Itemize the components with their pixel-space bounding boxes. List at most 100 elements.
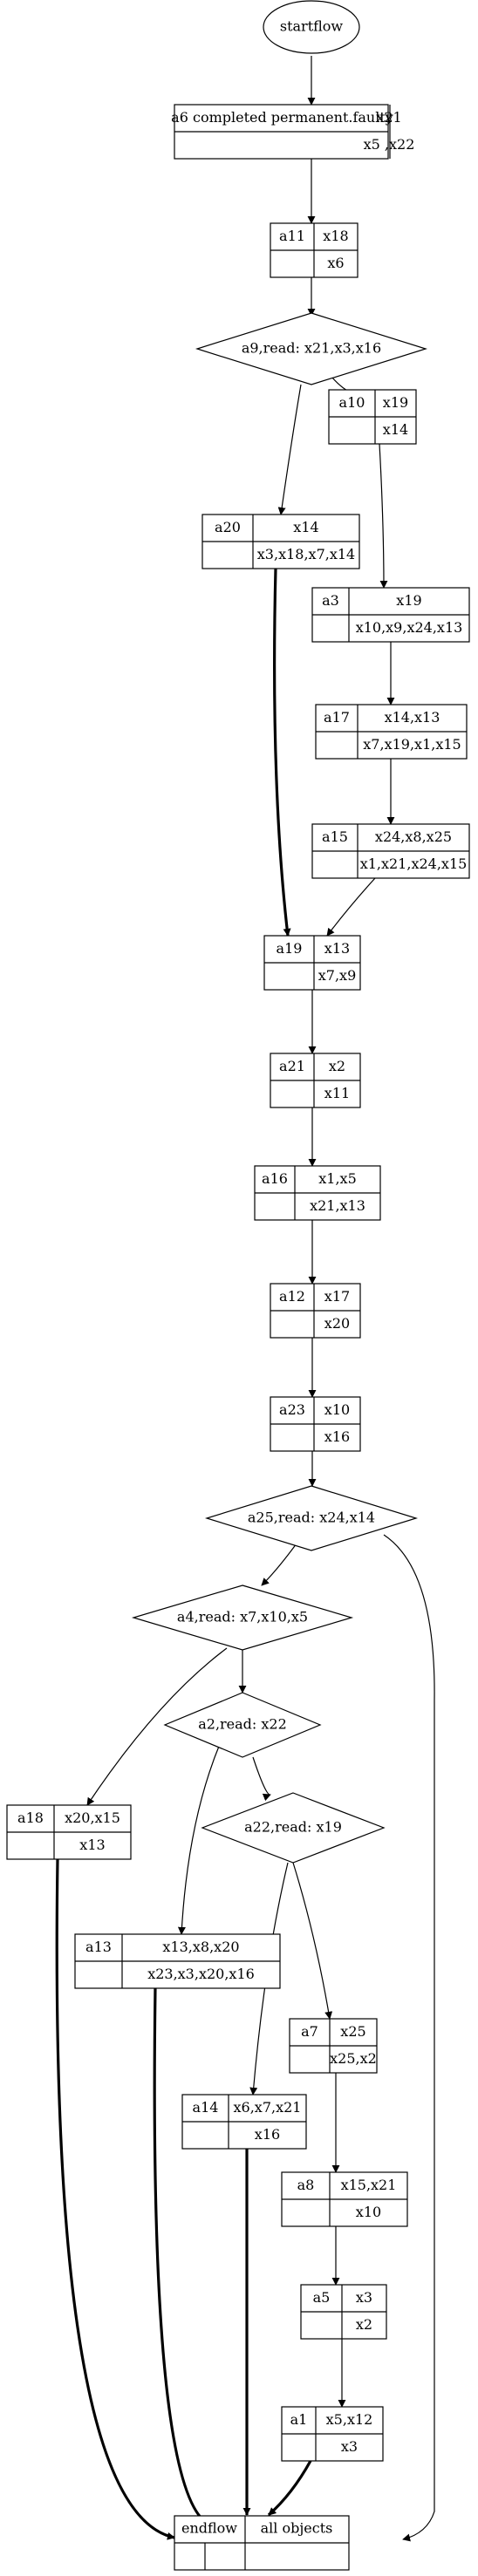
activity-read-vars: x19 [396, 592, 421, 609]
activity-label: a23 [279, 1401, 305, 1418]
activity-write-vars: x14 [383, 421, 408, 438]
edge-a25-end [383, 1534, 435, 2542]
decision-label: a22,read: x19 [244, 1819, 342, 1836]
end-node: endflow all objects [174, 2515, 350, 2571]
activity-read-vars: x25 [340, 2023, 365, 2040]
activity-write-vars: x6 [327, 255, 344, 271]
edge-a2-a13 [177, 1743, 221, 1935]
activity-label: a1 [290, 2411, 308, 2428]
decision-a22: a22,read: x19 [201, 1792, 386, 1864]
decision-label: a4,read: x7,x10,x5 [177, 1609, 308, 1625]
activity-read-vars: x10 [324, 1401, 350, 1418]
decision-diamond [131, 1584, 354, 1651]
activity-label: a5 [313, 2289, 331, 2306]
activity-a1: a1 x5,x12 x3 [281, 2406, 384, 2462]
activity-write-vars: x3 [341, 2438, 358, 2455]
activity-a16: a16 x1,x5 x21,x13 [254, 1165, 381, 1221]
activity-read-vars: x14 [293, 519, 318, 535]
decision-label: a25,read: x24,x14 [248, 1509, 375, 1526]
activity-label: a13 [85, 1939, 112, 1955]
activity-a15: a15 x24,x8,x25 x1,x21,x24,x15 [311, 823, 470, 879]
activity-a8: a8 x15,x21 x10 [281, 2171, 408, 2227]
activity-read-vars: x15,x21 [341, 2177, 397, 2193]
activity-write-vars: x13 [79, 1837, 105, 1853]
activity-a3: a3 x19 x10,x9,x24,x13 [311, 587, 470, 643]
activity-read-vars: x13,x8,x20 [162, 1939, 239, 1955]
activity-a14: a14 x6,x7,x21 x16 [181, 2094, 307, 2150]
activity-label: a8 [297, 2177, 315, 2193]
activity-write-vars: x20 [324, 1315, 350, 1332]
activity-write-vars: x7,x9 [318, 967, 357, 984]
edge-a15-a19 [326, 877, 376, 937]
activity-label: a21 [279, 1058, 305, 1074]
activity-write-vars: x10 [356, 2204, 381, 2220]
start-label: startflow [280, 18, 344, 35]
activity-write-vars: x21,x13 [310, 1197, 365, 1214]
activity-read-vars: x17 [324, 1288, 350, 1305]
edge-a13-end [153, 1987, 210, 2526]
edge-a2-a22 [252, 1756, 271, 1802]
activity-read-vars: x18 [323, 228, 348, 244]
activity-label: a6 completed permanent.faulty [171, 109, 393, 126]
activity-label: a3 [322, 592, 339, 609]
activity-write-vars: x5 ,x22 [364, 136, 415, 153]
activity-read-vars: x24,x8,x25 [375, 828, 452, 845]
edge-a25-a4 [261, 1543, 297, 1586]
activity-a5: a5 x3 x2 [300, 2284, 387, 2340]
activity-a12: a12 x17 x20 [270, 1283, 361, 1339]
activity-read-vars: x19 [383, 394, 408, 411]
activity-label: a11 [279, 228, 305, 244]
activity-read-vars: x21 [376, 109, 401, 126]
activity-label: a17 [324, 709, 350, 726]
activity-write-vars: x2 [356, 2316, 372, 2333]
activity-read-vars: x20,x15 [65, 1809, 120, 1826]
decision-diamond [195, 312, 428, 385]
activity-label: a15 [322, 828, 348, 845]
decision-a25: a25,read: x24,x14 [204, 1485, 419, 1551]
end-value: all objects [261, 2520, 333, 2537]
edge-a18-end [55, 1858, 175, 2540]
activity-label: a16 [262, 1170, 288, 1187]
activity-read-vars: x3 [356, 2289, 372, 2306]
activity-write-vars: x7,x19,x1,x15 [363, 736, 461, 753]
activity-label: a7 [301, 2023, 318, 2040]
activity-label: a18 [17, 1809, 44, 1826]
activity-read-vars: x1,x5 [318, 1170, 357, 1187]
activity-read-vars: x13 [324, 940, 350, 957]
activity-label: a14 [193, 2099, 219, 2116]
edge-a10-a3 [379, 443, 388, 589]
decision-diamond [204, 1485, 419, 1551]
decision-label: a9,read: x21,x3,x16 [242, 340, 381, 357]
activity-label: a12 [279, 1288, 305, 1305]
activity-read-vars: x14,x13 [385, 709, 440, 726]
activity-read-vars: x5,x12 [326, 2411, 373, 2428]
activity-write-vars: x11 [324, 1085, 350, 1101]
start-node: startflow [263, 0, 360, 54]
start-ellipse [263, 0, 360, 54]
edge-a9-a20 [277, 384, 302, 515]
decision-label: a2,read: x22 [198, 1716, 287, 1733]
activity-write-vars: x1,x21,x24,x15 [360, 855, 468, 872]
decision-diamond [201, 1792, 386, 1864]
edges [55, 56, 435, 2542]
activity-a11: a11 x18 x6 [270, 222, 358, 278]
activity-a17: a17 x14,x13 x7,x19,x1,x15 [315, 704, 468, 760]
decision-a9: a9,read: x21,x3,x16 [195, 312, 428, 385]
end-label: endflow [181, 2520, 237, 2537]
activity-write-vars: x10,x9,x24,x13 [356, 619, 463, 636]
activity-write-vars: x16 [255, 2126, 280, 2143]
edge-a22-a7 [292, 1862, 333, 2020]
activity-write-vars: x3,x18,x7,x14 [257, 546, 355, 562]
activity-read-vars: x6,x7,x21 [234, 2099, 302, 2116]
activity-a18: a18 x20,x15 x13 [6, 1804, 132, 1860]
